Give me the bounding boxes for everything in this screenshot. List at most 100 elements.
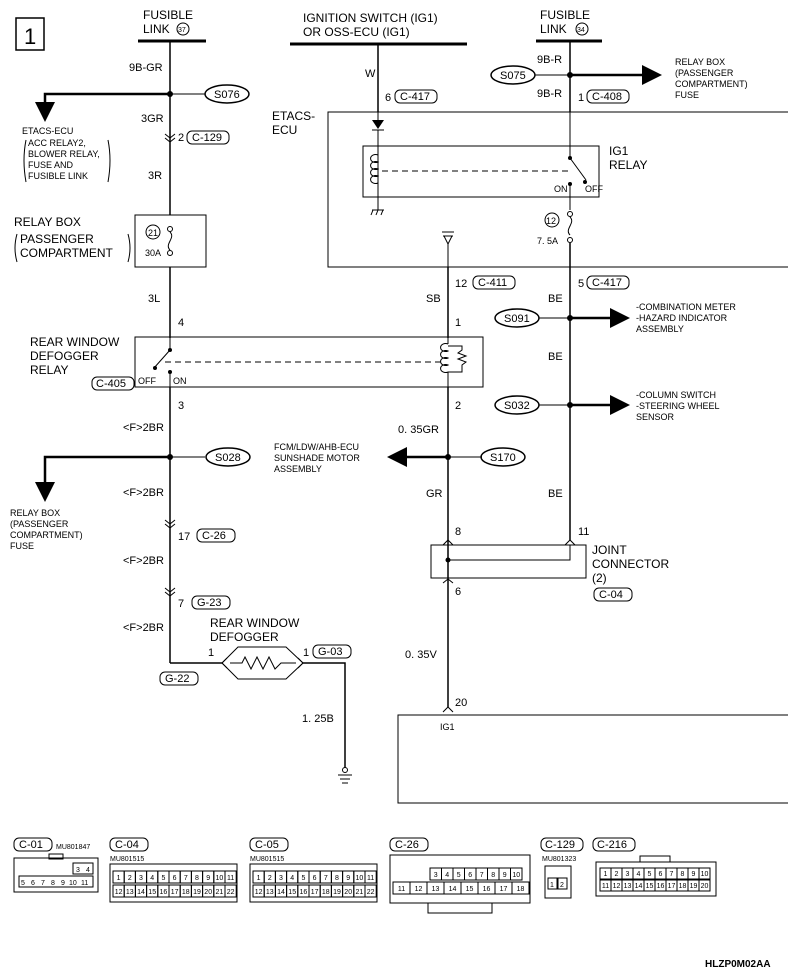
rwd-relay-coil <box>440 338 468 387</box>
connector-c405: C-405 <box>96 378 126 390</box>
connector-c26: C-26 <box>202 530 226 542</box>
legend-c01-p3: 3 <box>76 867 80 874</box>
connector-pin-number: 14 <box>635 883 643 890</box>
connector-pin-number: 16 <box>483 886 491 893</box>
legend-c01-p6: 6 <box>31 880 35 887</box>
ig1-relay-coil <box>370 154 570 184</box>
connector-g23-symbol <box>164 587 176 597</box>
connector-pin-number: 17 <box>311 889 319 896</box>
connector-pin-number: 7 <box>184 875 188 882</box>
legend-c01-label: C-01 <box>19 839 43 851</box>
connector-pin-number: 4 <box>150 875 154 882</box>
etacs-ecu-label: ETACS- ECU <box>272 109 315 137</box>
ignition-line2: OR OSS-ECU (IG1) <box>303 25 410 39</box>
legend-c01-p9: 9 <box>61 880 65 887</box>
splice-s028: S028 <box>205 447 251 467</box>
connector-pin-number: 11 <box>602 883 609 890</box>
wire-9bgr: 9B-GR <box>129 62 163 74</box>
connector-pin-number: 3 <box>139 875 143 882</box>
connector-pin-number: 10 <box>356 875 364 882</box>
pin-6-top: 6 <box>385 92 391 104</box>
connector-pin-number: 3 <box>279 875 283 882</box>
wire-f2br-3: <F>2BR <box>123 555 164 567</box>
connector-pin-cell <box>364 870 377 884</box>
connector-g03-box <box>312 644 352 659</box>
page-number: 1 <box>24 24 36 49</box>
etacs-left-line3: BLOWER RELAY, <box>28 149 100 159</box>
connector-pin-number: 12 <box>255 889 263 896</box>
splice-s075-label: S075 <box>500 70 526 82</box>
connector-c129-box <box>186 130 230 145</box>
etacs-left-line1: ETACS-ECU <box>22 126 73 136</box>
pin-7: 7 <box>178 598 184 610</box>
connector-pin-number: 14 <box>277 889 285 896</box>
ecu-internal-ground <box>442 231 454 267</box>
connector-pin-number: 16 <box>300 889 308 896</box>
connector-pin-number: 18 <box>322 889 330 896</box>
relay-box-bl-label: RELAY BOX (PASSENGER COMPARTMENT) FUSE <box>10 508 83 551</box>
connector-pin-number: 22 <box>227 889 235 896</box>
connector-pin-number: 19 <box>193 889 201 896</box>
connector-pin-number: 16 <box>160 889 168 896</box>
connector-c04-box <box>593 587 633 602</box>
connector-pin-number: 17 <box>500 886 508 893</box>
joint-connector-box <box>430 544 587 579</box>
connector-pin-number: 12 <box>613 883 621 890</box>
rwd-relay-switch <box>153 338 445 387</box>
wire-sb-label: SB <box>426 293 441 305</box>
wire-to-etacs-left <box>35 92 170 122</box>
joint-connector-label: JOINT CONNECTOR (2) <box>592 543 669 585</box>
fuse21-element <box>167 231 173 251</box>
wire-be3: BE <box>548 488 563 500</box>
connector-c26-symbol <box>164 519 176 529</box>
splice-s170-label: S170 <box>490 452 516 464</box>
connector-pin-number: 4 <box>445 872 449 879</box>
rwd-relay-line1: REAR WINDOW <box>30 335 120 349</box>
connector-pin-cell <box>364 884 377 898</box>
rwd-relay-label: REAR WINDOW DEFOGGER RELAY <box>30 335 120 377</box>
connector-pin-number: 1 <box>117 875 121 882</box>
comb-meter-line3: ASSEMBLY <box>636 324 684 334</box>
connector-pin-number: 10 <box>512 872 520 879</box>
relay-box-bl-line4: FUSE <box>10 541 34 551</box>
ecu-diode <box>372 112 384 210</box>
pin-5: 5 <box>578 278 584 290</box>
connector-pin-number: 8 <box>491 872 495 879</box>
connector-pin-number: 14 <box>137 889 145 896</box>
fuse21-num: 21 <box>148 228 158 238</box>
connector-pin-number: 19 <box>690 883 698 890</box>
fusible-link-right: FUSIBLE LINK 34 <box>536 8 602 43</box>
connector-pin-number: 10 <box>701 871 709 878</box>
legend-c129-p2: 2 <box>560 882 564 889</box>
joint-connector-dot <box>445 557 451 563</box>
pin-17: 17 <box>178 531 190 543</box>
wire-125b: 1. 25B <box>302 713 334 725</box>
relay-box-left-line2: PASSENGER <box>20 232 94 246</box>
fuse21-amp: 30A <box>145 248 161 258</box>
connector-pin-number: 7 <box>324 875 328 882</box>
connector-pin-number: 20 <box>344 889 352 896</box>
pin-4: 4 <box>178 317 184 329</box>
wire-9br-bot: 9B-R <box>537 88 562 100</box>
relay-box-bl-line2: (PASSENGER <box>10 519 69 529</box>
column-switch-line2: -STEERING WHEEL <box>636 401 720 411</box>
fuse21-bot <box>167 250 173 256</box>
relay-box-right-line1: RELAY BOX <box>675 57 725 67</box>
legend-c04-part: MU801515 <box>110 856 144 863</box>
rw-defogger-label: REAR WINDOW DEFOGGER <box>210 616 300 644</box>
column-switch-line3: SENSOR <box>636 412 675 422</box>
etacs-left-line4: FUSE AND <box>28 160 74 170</box>
connector-pin-number: 8 <box>335 875 339 882</box>
ig1-label: IG1 <box>440 722 455 732</box>
connector-pin-number: 5 <box>301 875 305 882</box>
splice-s032: S032 <box>494 395 540 415</box>
connector-pin-number: 18 <box>517 886 525 893</box>
